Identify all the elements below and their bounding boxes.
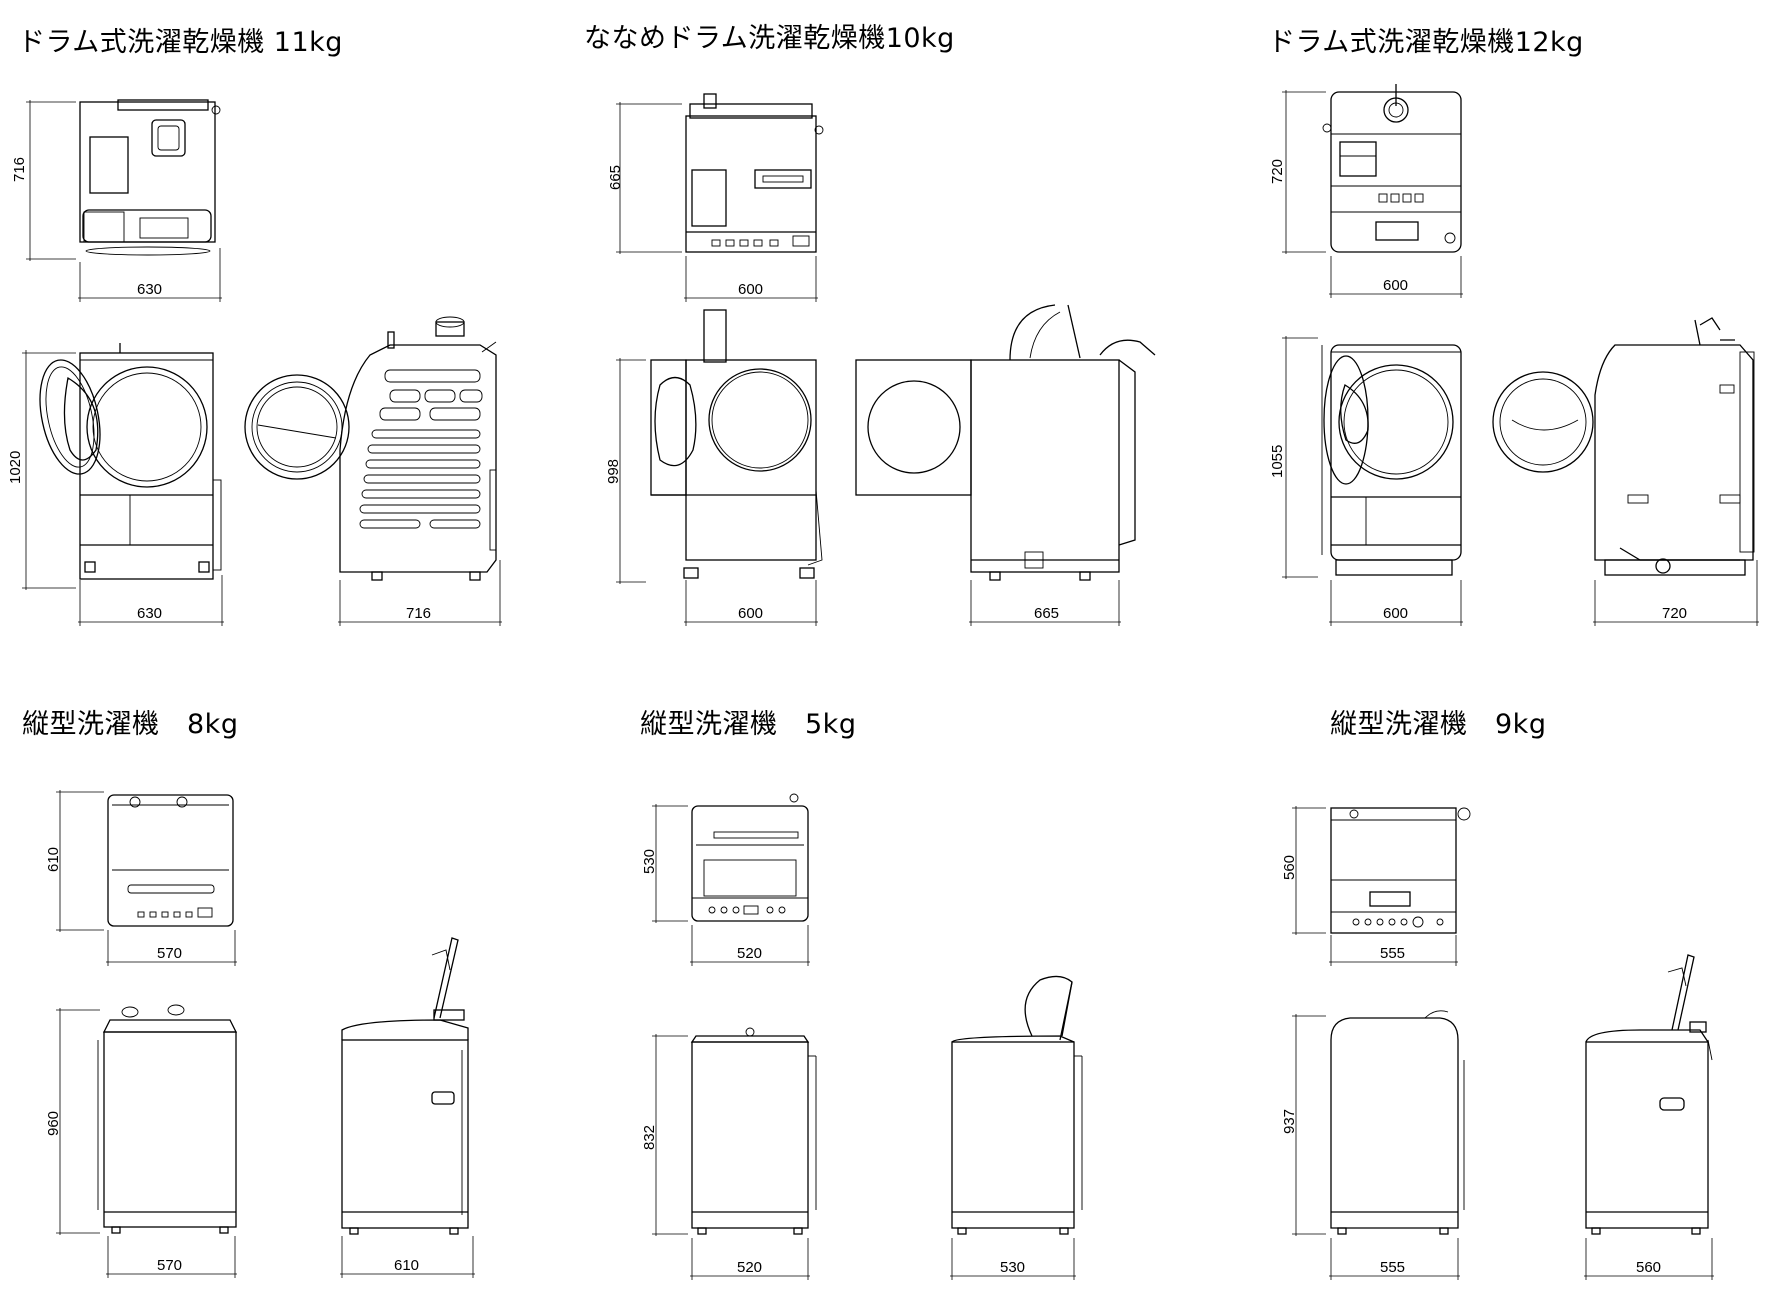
drum12-top-dims [1282,90,1463,298]
dim-tate9-front-h: 937 [1281,1109,1298,1134]
drum11-open-dims [22,350,224,626]
tate9-front-dims [1292,1014,1460,1280]
dim-tate9-front-w: 555 [1380,1259,1405,1276]
drum11-front-open-view [39,343,222,580]
drum11-top-dims [26,100,222,302]
dim-naname10-open-h: 998 [605,459,622,484]
dim-tate8-front-h: 960 [45,1111,62,1136]
dim-drum12-open-w: 600 [1383,605,1408,622]
tate5-front-view [690,1027,817,1235]
drum11-side-view [339,316,497,581]
dim-drum12-side-d: 720 [1662,605,1687,622]
dim-drum11-front-h: 716 [11,157,28,182]
tate8-top-dims [56,790,237,966]
dim-drum12-front-w: 600 [1383,277,1408,294]
drum12-side-dims [1593,560,1759,626]
tate8-front-dims [56,1008,237,1278]
naname10-top-dims [616,102,818,302]
dim-tate5-side-d: 530 [1000,1259,1025,1276]
dim-tate8-side-d: 610 [394,1257,419,1274]
tate9-side-view [1585,954,1713,1235]
dim-tate5-front-h: 832 [641,1125,658,1150]
dim-drum11-open-h: 1020 [7,451,24,484]
dim-naname10-front-w: 600 [738,281,763,298]
tate5-top-view [691,793,809,922]
panel-title-tate-5kg: 縦型洗濯機 5kg [640,709,857,740]
drum12-front-open-view [1321,344,1462,576]
dim-tate9-top-w: 555 [1380,945,1405,962]
dim-tate8-top-w: 570 [157,945,182,962]
tate8-side-dims [340,1236,475,1278]
panel-title-tate-9kg: 縦型洗濯機 9kg [1330,709,1547,740]
drum11-top-view [79,99,221,256]
dim-drum11-front-w: 630 [137,281,162,298]
drum12-door-disc [1492,371,1594,473]
dim-tate8-top-h: 610 [45,847,62,872]
naname10-side-dims [969,580,1121,626]
panel-title-drum-12kg: ドラム式洗濯乾燥機12kg [1268,27,1584,58]
tate8-top-view [107,794,234,927]
dim-naname10-side-d: 665 [1034,605,1059,622]
tate9-front-view [1330,1010,1465,1235]
drum12-open-dims [1282,336,1463,626]
tate9-side-dims [1584,1238,1714,1280]
dim-tate8-front-w: 570 [157,1257,182,1274]
tate9-top-dims [1292,806,1458,966]
drum11-side-dims [338,560,502,626]
dim-naname10-front-h: 665 [607,165,624,190]
tate5-front-dims [652,1034,810,1280]
drum12-side-view [1594,317,1755,576]
naname10-front-open-view [650,309,823,579]
dim-drum12-open-h: 1055 [1269,445,1286,478]
dim-drum12-front-h: 720 [1269,159,1286,184]
dim-tate5-top-w: 520 [737,945,762,962]
tate8-side-view [341,937,469,1235]
panel-title-drum-11kg: ドラム式洗濯乾燥機 11kg [18,27,343,58]
tate5-side-dims [950,1238,1076,1280]
tate5-top-dims [652,804,810,966]
dim-tate9-top-h: 560 [1281,855,1298,880]
dim-drum11-side-d: 716 [406,605,431,622]
panel-title-naname-10kg: ななめドラム洗濯乾燥機10kg [584,23,955,54]
dim-tate5-top-h: 530 [641,849,658,874]
naname10-side-view [970,304,1156,581]
dim-naname10-open-w: 600 [738,605,763,622]
dim-drum11-open-w: 630 [137,605,162,622]
drum12-top-view [1322,84,1462,253]
naname10-open-dims [616,358,818,626]
tate9-top-view [1330,807,1471,934]
tate8-front-view [97,1004,238,1234]
dim-tate5-front-w: 520 [737,1259,762,1276]
tate5-side-view [951,975,1083,1235]
dim-tate9-side-d: 560 [1636,1259,1661,1276]
naname10-top-view [685,93,824,253]
panel-title-tate-8kg: 縦型洗濯機 8kg [22,709,239,740]
